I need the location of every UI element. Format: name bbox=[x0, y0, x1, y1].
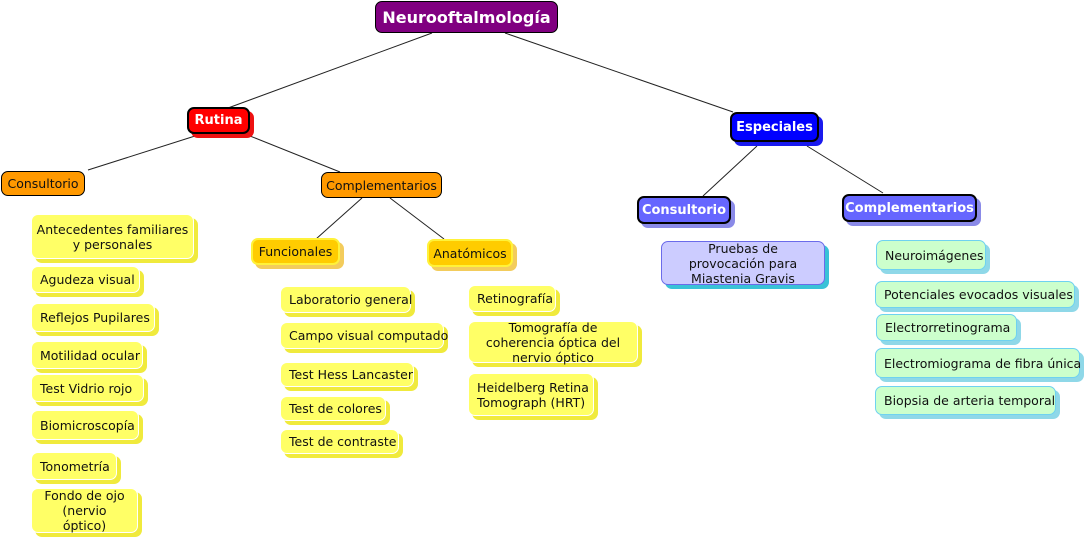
list-item-fondo-de-ojo[interactable]: Fondo de ojo (nervio óptico) bbox=[31, 488, 138, 533]
list-item-biopsia-arteria-temporal[interactable]: Biopsia de arteria temporal bbox=[875, 386, 1056, 415]
list-item-laboratorio-general[interactable]: Laboratorio general bbox=[280, 286, 412, 313]
list-item-test-de-contraste[interactable]: Test de contraste bbox=[280, 429, 399, 454]
root-node[interactable]: Neurooftalmología bbox=[375, 1, 558, 33]
connector-especiales-consultorio bbox=[702, 145, 758, 197]
list-item-agudeza-visual[interactable]: Agudeza visual bbox=[31, 266, 140, 293]
anatomicos-node[interactable]: Anatómicos bbox=[427, 239, 513, 267]
list-item-reflejos-pupilares[interactable]: Reflejos Pupilares bbox=[31, 303, 155, 332]
list-item-neuroimagenes[interactable]: Neuroimágenes bbox=[876, 240, 986, 270]
connector-rutina-complementarios bbox=[249, 135, 341, 173]
rutina-consultorio-node[interactable]: Consultorio bbox=[1, 171, 85, 196]
rutina-complementarios-node[interactable]: Complementarios bbox=[321, 172, 442, 198]
list-item-tomografia-coherencia[interactable]: Tomografía de coherencia óptica del nerv… bbox=[468, 320, 638, 365]
funcionales-node[interactable]: Funcionales bbox=[251, 238, 340, 265]
especiales-complementarios-node[interactable]: Complementarios bbox=[842, 194, 977, 222]
especiales-consultorio-node[interactable]: Consultorio bbox=[637, 196, 731, 224]
list-item-motilidad-ocular[interactable]: Motilidad ocular bbox=[31, 341, 143, 369]
list-item-electrorretinograma[interactable]: Electrorretinograma bbox=[876, 314, 1017, 341]
connector-root-especiales bbox=[504, 32, 734, 113]
connector-rutina-consultorio bbox=[87, 135, 196, 171]
list-item-tonometria[interactable]: Tonometría bbox=[31, 452, 117, 480]
list-item-test-hess-lancaster[interactable]: Test Hess Lancaster bbox=[280, 362, 414, 387]
connector-complementarios-funcionales bbox=[315, 197, 363, 240]
list-item-retinografia[interactable]: Retinografía bbox=[468, 285, 556, 312]
list-item-test-de-colores[interactable]: Test de colores bbox=[280, 396, 386, 421]
connector-complementarios-anatomicos bbox=[389, 197, 445, 240]
list-item-biomicroscopia[interactable]: Biomicroscopía bbox=[31, 410, 139, 440]
connector-especiales-complementarios bbox=[806, 145, 884, 194]
list-item-potenciales-evocados[interactable]: Potenciales evocados visuales bbox=[875, 281, 1075, 308]
connector-root-rutina bbox=[227, 32, 433, 109]
especiales-node[interactable]: Especiales bbox=[730, 112, 819, 142]
list-item-heidelberg-retina[interactable]: Heidelberg Retina Tomograph (HRT) bbox=[468, 373, 594, 416]
rutina-node[interactable]: Rutina bbox=[187, 107, 250, 134]
list-item-antecedentes[interactable]: Antecedentes familiares y personales bbox=[31, 214, 194, 259]
list-item-test-vidrio-rojo[interactable]: Test Vidrio rojo bbox=[31, 374, 144, 402]
list-item-campo-visual[interactable]: Campo visual computado bbox=[280, 322, 448, 349]
list-item-pruebas-provocacion[interactable]: Pruebas de provocación para Miastenia Gr… bbox=[661, 241, 825, 286]
list-item-electromiograma[interactable]: Electromiograma de fibra única bbox=[875, 348, 1081, 378]
